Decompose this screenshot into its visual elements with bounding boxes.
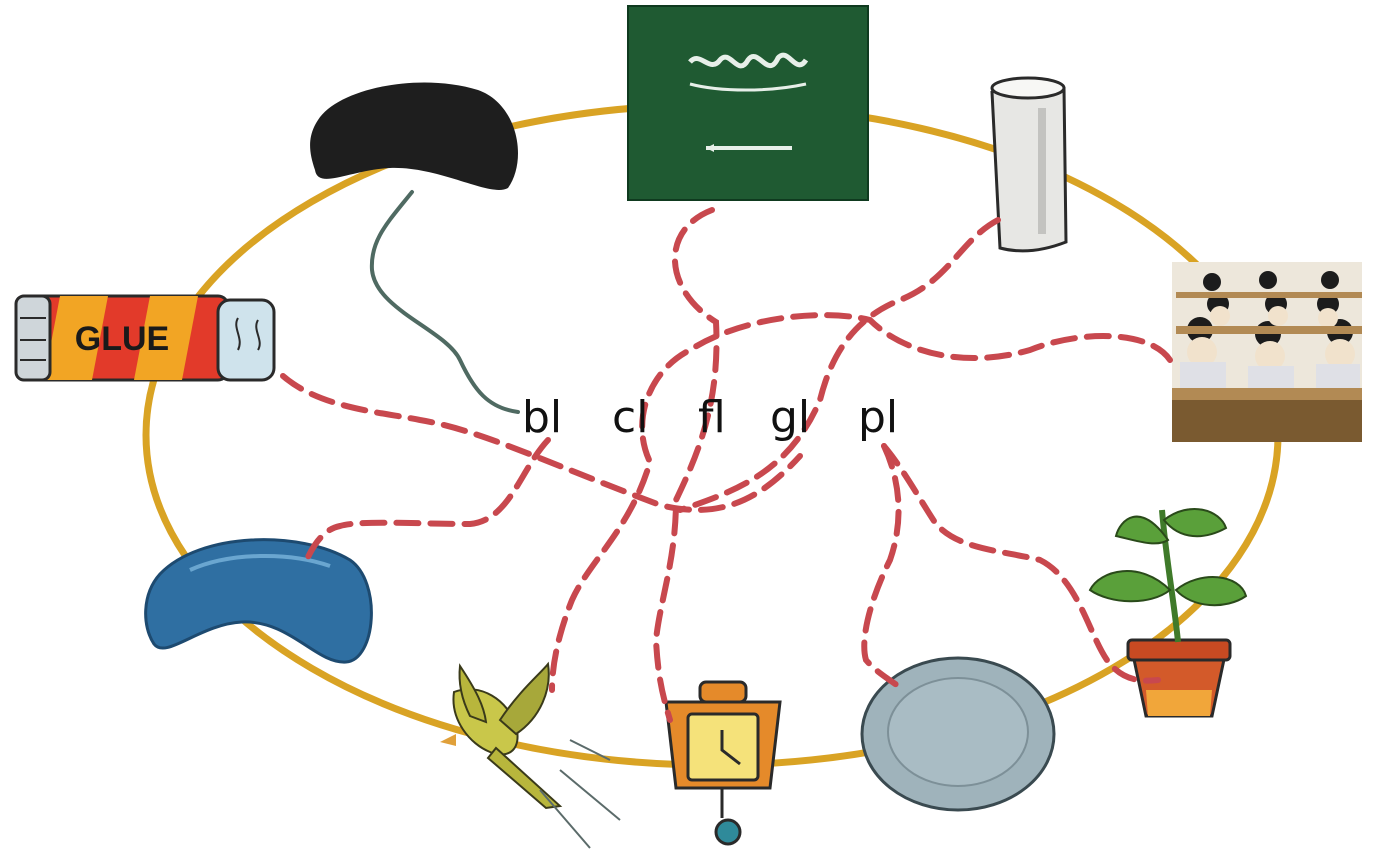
plant-picture[interactable] [1088,507,1248,718]
dashed-path [677,217,1001,513]
plate-picture[interactable] [860,656,1056,812]
blue-bean-picture[interactable] [144,538,373,664]
blend-bl[interactable]: bl [522,392,562,443]
classroom-picture[interactable] [1172,262,1362,442]
hand-drawn-line [369,190,520,414]
blend-cl[interactable]: cl [612,392,648,443]
blend-pl[interactable]: pl [858,392,898,443]
glass-picture[interactable] [990,76,1068,253]
dashed-path [280,373,803,513]
blend-row: bl cl fl gl pl [522,392,898,443]
blend-gl[interactable]: gl [770,392,810,443]
blend-fl[interactable]: fl [698,392,726,443]
black-bean-picture[interactable] [310,82,518,190]
dashed-path [301,437,551,569]
dashed-path [652,207,720,723]
glue-stick-picture[interactable]: GLUE [14,294,276,382]
glue-label: GLUE [75,320,169,358]
saudi-flag-picture[interactable] [627,5,869,201]
clock-picture[interactable] [664,680,782,846]
dashed-path [549,312,1173,693]
bird-picture[interactable] [440,661,621,849]
dashed-path [861,443,907,693]
dashed-path [881,443,1161,684]
